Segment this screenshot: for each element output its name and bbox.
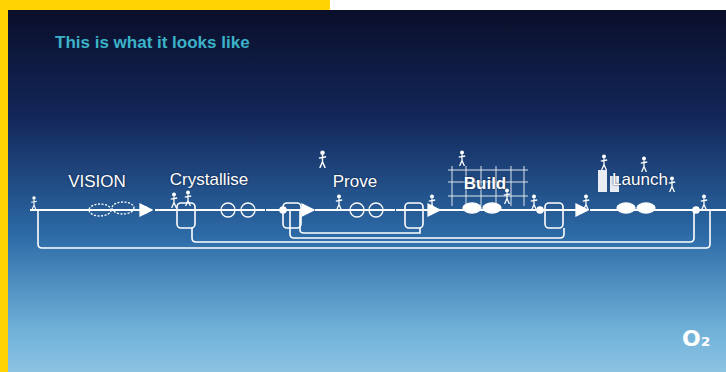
junction-box — [545, 203, 563, 228]
stage-label: VISION — [52, 172, 142, 192]
stick-figures — [701, 194, 707, 210]
stick-figures — [531, 194, 537, 210]
stick-figures — [583, 194, 589, 210]
stage-ovals — [241, 203, 255, 217]
stick-figures — [171, 192, 177, 208]
stick-figures — [31, 150, 707, 210]
feedback-loop — [38, 210, 710, 248]
yellow-border — [0, 0, 8, 372]
flow-arrow — [142, 209, 152, 211]
junction-box — [142, 207, 148, 213]
stick-figures — [429, 194, 435, 210]
feedback-loop — [38, 210, 710, 248]
stage-ovals — [350, 203, 364, 217]
brand-logo: O₂ — [682, 326, 710, 351]
stage-label: Build — [440, 174, 530, 194]
junction-box — [693, 207, 699, 213]
yellow-border — [0, 0, 330, 10]
flow-arrow — [266, 209, 314, 211]
stick-figures — [336, 194, 342, 210]
stage-label: Prove — [314, 172, 396, 192]
feedback-loop — [192, 210, 694, 242]
stick-figures — [319, 150, 326, 168]
junction-box — [405, 203, 423, 228]
feedback-loop — [300, 210, 420, 233]
junction-box — [142, 203, 699, 228]
stick-figures — [669, 176, 675, 192]
stage-crystallise: Crystallise — [152, 170, 266, 220]
stage-ovals — [369, 203, 383, 217]
stage-build: Build — [440, 174, 530, 220]
junction-box — [283, 203, 301, 228]
stage-ovals — [89, 204, 111, 216]
stage-ovals — [483, 203, 501, 213]
flow-arrow — [396, 209, 440, 211]
stick-figures — [601, 154, 607, 170]
stage-label: Launch — [588, 170, 692, 190]
stick-figures — [185, 190, 191, 206]
stage-ovals — [617, 203, 635, 213]
pipeline-line — [30, 209, 140, 211]
stage-ovals — [637, 203, 655, 213]
stage-ovals — [221, 203, 235, 217]
stage-ovals — [112, 202, 134, 214]
pipeline-line — [155, 209, 265, 211]
letter-blocks — [598, 170, 607, 192]
junction-box — [177, 203, 195, 228]
stage-vision: VISION — [52, 172, 142, 220]
feedback-loop — [290, 210, 564, 238]
junction-box — [537, 207, 543, 213]
stick-figures — [641, 156, 647, 172]
stage-prove: Prove — [314, 172, 396, 220]
junction-box — [280, 207, 286, 213]
stage-launch: Launch — [588, 170, 692, 220]
stick-figures — [459, 150, 465, 166]
flow-arrow — [530, 209, 588, 211]
stick-figures — [31, 196, 37, 210]
stage-label: Crystallise — [152, 170, 266, 190]
slide-title: This is what it looks like — [55, 33, 250, 53]
